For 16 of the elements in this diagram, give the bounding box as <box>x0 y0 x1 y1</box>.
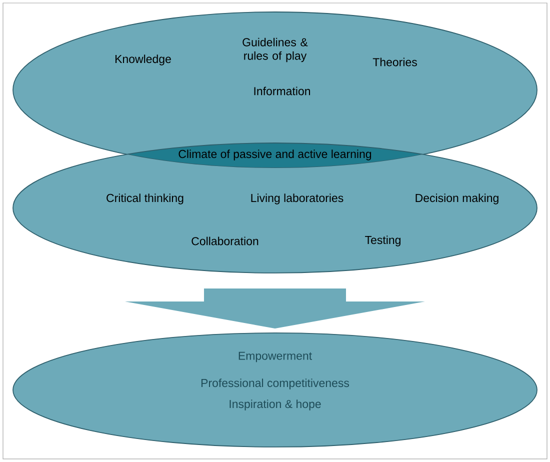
ellipse-label: Guidelines & rules of play <box>242 38 308 62</box>
ellipse <box>12 332 538 448</box>
ellipse-label: Critical thinking <box>106 194 184 204</box>
ellipse-label: Theories <box>372 58 417 66</box>
ellipse-label: Professional competitiveness <box>201 378 350 390</box>
ellipse-label: Decision making <box>416 194 498 204</box>
ellipse <box>12 12 538 168</box>
ellipse-label: Collaboration <box>192 236 258 246</box>
ellipse-label: Inspiration & hope <box>230 400 321 410</box>
ellipse-label: Empowerment <box>238 352 312 362</box>
ellipse-label: Information <box>254 86 310 96</box>
ellipse-label: Testing <box>365 236 400 246</box>
block-arrow <box>125 288 425 329</box>
ellipse <box>12 142 538 274</box>
ellipse-label: Knowledge <box>116 54 171 66</box>
ellipse-label: Living laboratories <box>251 194 344 204</box>
